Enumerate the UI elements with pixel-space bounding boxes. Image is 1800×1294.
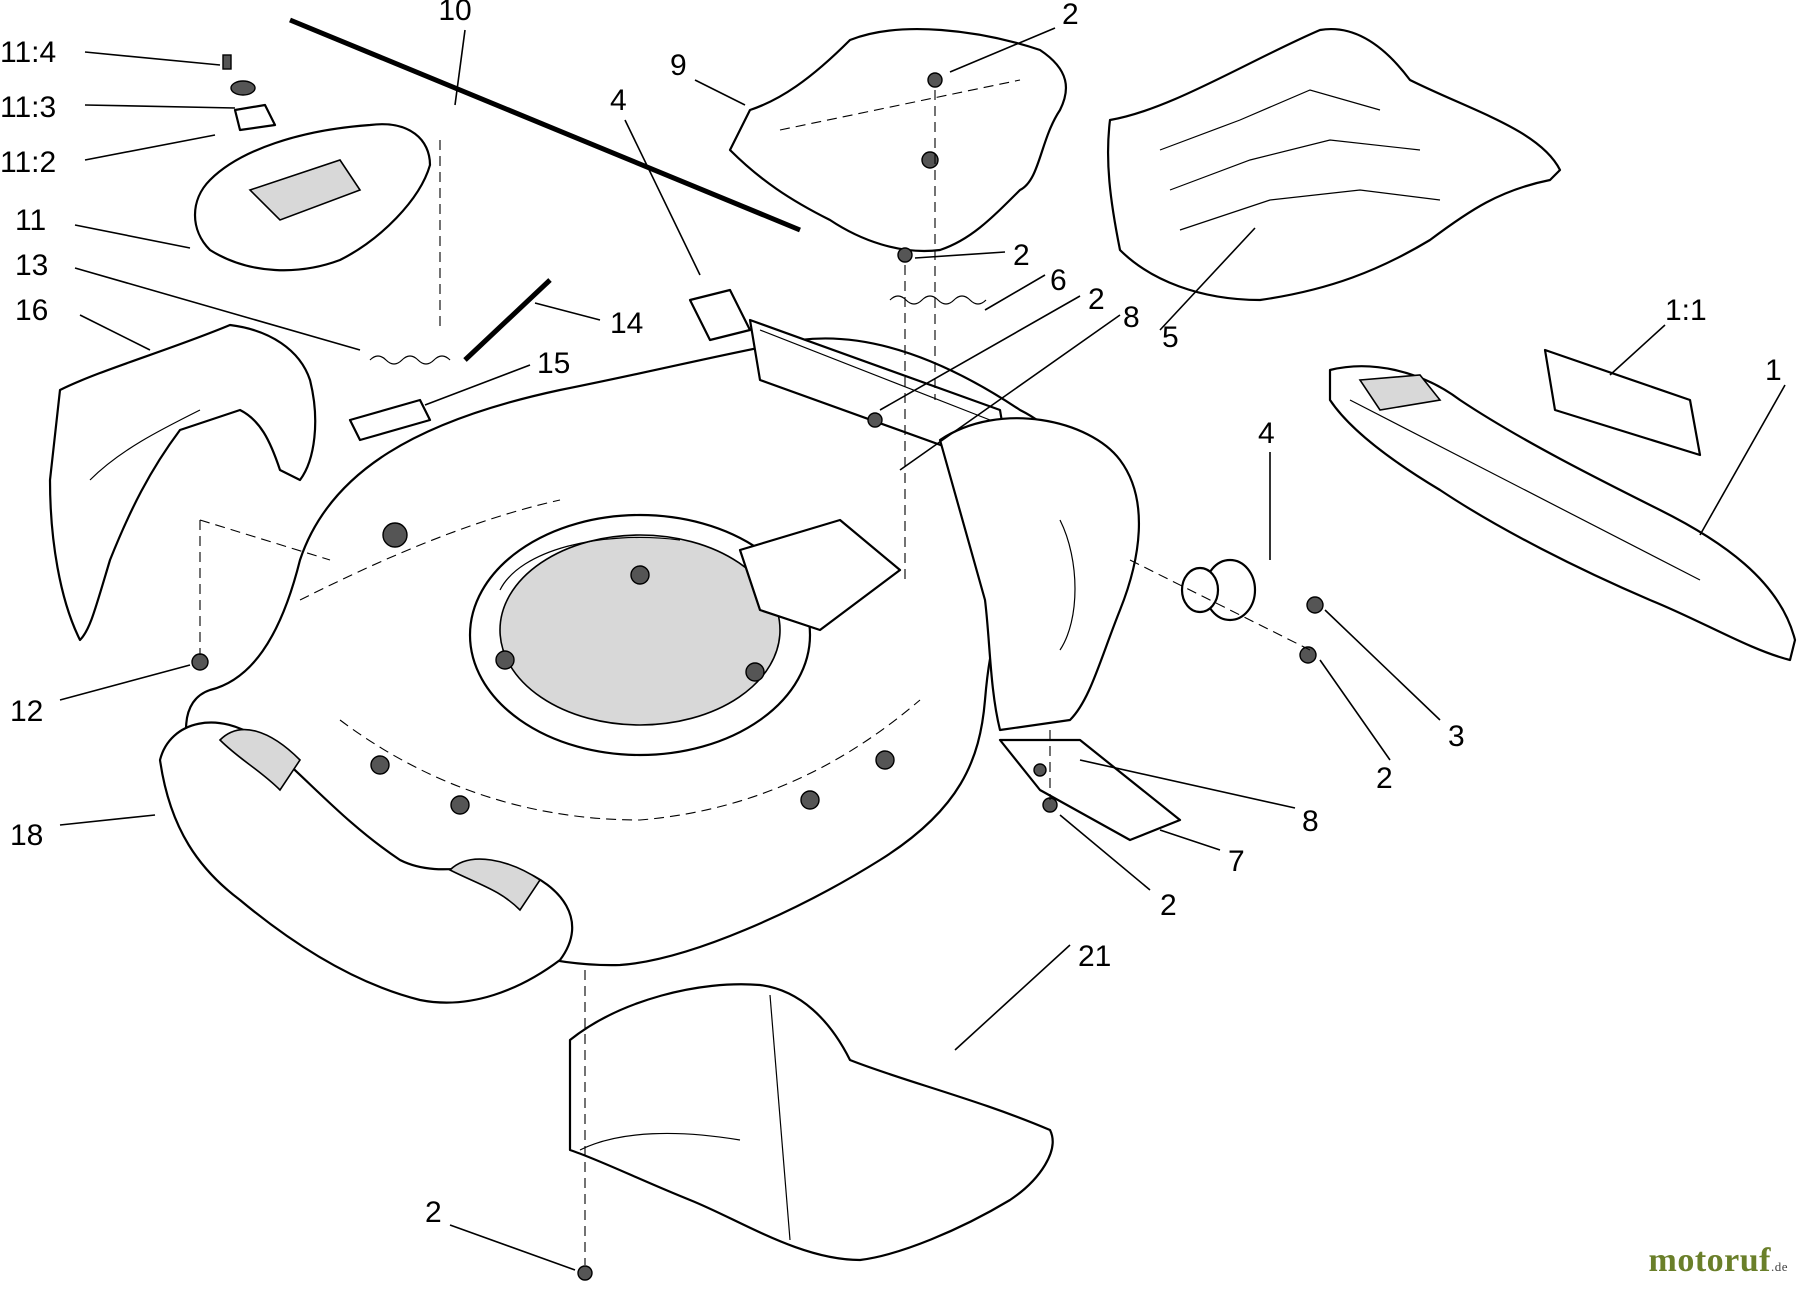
- callout-6: 6: [1050, 264, 1067, 297]
- deck-bolt-bosses: [370, 522, 895, 815]
- watermark-brand: motoruf: [1648, 1242, 1771, 1279]
- callout-5: 5: [1162, 321, 1179, 354]
- part-decal: [1543, 348, 1702, 457]
- callout-9: 9: [670, 49, 687, 82]
- callout-labels: 10 11:4 11:3 11:2 11 13 16 14 15 12 18 4…: [0, 0, 1782, 1229]
- callout-18: 18: [10, 819, 43, 852]
- leader-lines: [59, 27, 1786, 1271]
- callout-11-2: 11:2: [0, 146, 56, 179]
- part-lower-plate: [998, 738, 1182, 842]
- callout-11-4: 11:4: [0, 36, 56, 69]
- callout-15: 15: [537, 347, 570, 380]
- assembly-guides: [199, 90, 1311, 1265]
- callout-1-1: 1:1: [1665, 294, 1707, 327]
- callout-10: 10: [438, 0, 471, 27]
- watermark-tld: .de: [1770, 1259, 1788, 1274]
- part-left-cover: [48, 323, 317, 642]
- callout-8-upper: 8: [1123, 301, 1140, 334]
- callout-2-right: 2: [1376, 762, 1393, 795]
- callout-16: 16: [15, 294, 48, 327]
- part-mulch-plug: [568, 983, 1054, 1262]
- part-right-bracket: [1328, 365, 1797, 662]
- callout-7: 7: [1228, 845, 1245, 878]
- callout-14: 14: [610, 307, 643, 340]
- callout-11: 11: [15, 204, 46, 237]
- callout-2-bottom: 2: [425, 1196, 442, 1229]
- callout-4-right: 4: [1258, 417, 1275, 450]
- callout-13: 13: [15, 249, 48, 282]
- callout-21: 21: [1078, 940, 1111, 973]
- part-rear-cover: [1106, 28, 1562, 302]
- watermark-logo: motoruf.de: [1649, 1242, 1789, 1280]
- rods-and-springs: [191, 17, 1324, 1281]
- callout-4-upper: 4: [610, 84, 627, 117]
- mower-deck: [158, 318, 1141, 1004]
- callout-1: 1: [1765, 354, 1782, 387]
- callout-3: 3: [1448, 720, 1465, 753]
- callout-2-lower: 2: [1160, 889, 1177, 922]
- callout-11-3: 11:3: [0, 91, 56, 124]
- part-height-cover: [193, 54, 432, 272]
- callout-2-top: 2: [1062, 0, 1079, 31]
- callout-12: 12: [10, 695, 43, 728]
- callout-2-center: 2: [1088, 283, 1105, 316]
- part-top-cover: [728, 28, 1068, 252]
- callout-8-lower: 8: [1302, 805, 1319, 838]
- callout-2-mid: 2: [1013, 239, 1030, 272]
